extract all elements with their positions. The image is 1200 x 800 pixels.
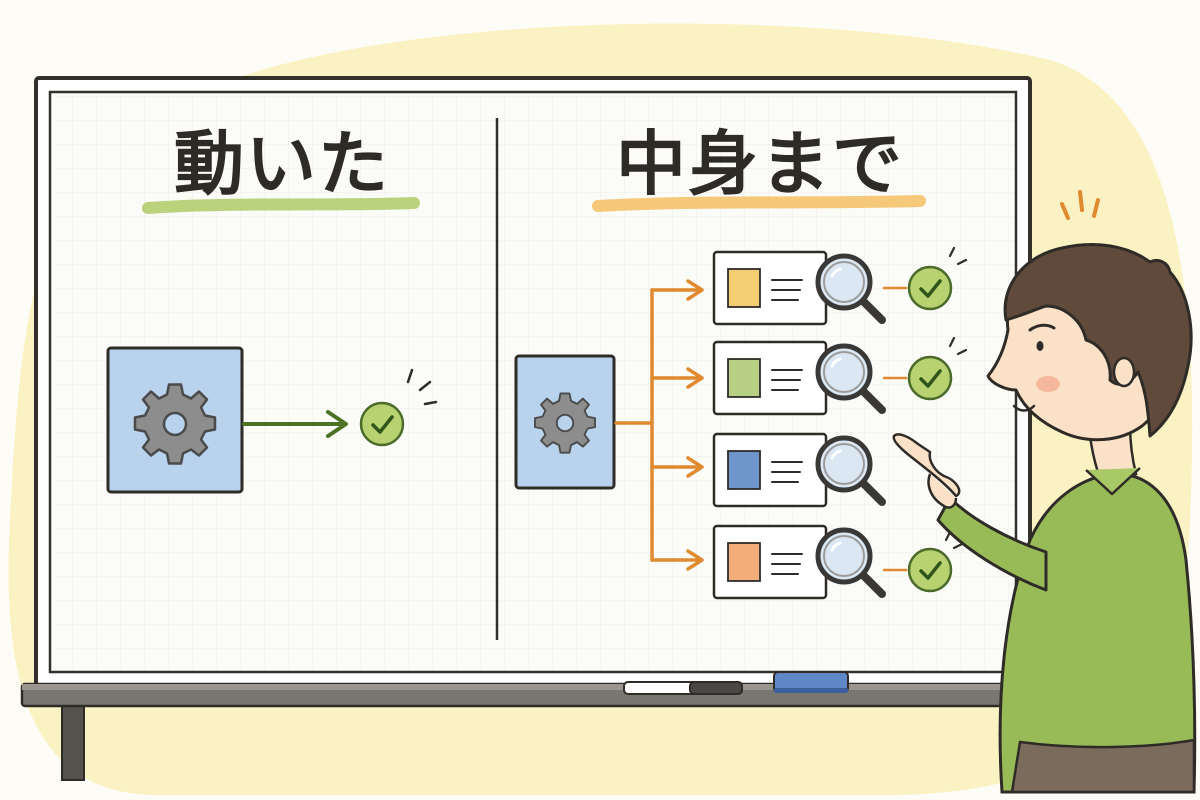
- check-icon: [907, 547, 953, 593]
- check-icon: [359, 401, 405, 447]
- card-swatch: [727, 542, 761, 582]
- document-card: [712, 336, 968, 416]
- right-panel-title: 中身まで: [616, 123, 904, 205]
- left-gear-tile: [106, 346, 244, 494]
- surprise-marks: [1060, 190, 1100, 220]
- left-panel: 動いた: [106, 123, 438, 494]
- check-icon: [907, 355, 953, 401]
- marker-pen: [623, 681, 743, 695]
- document-card: [712, 524, 964, 600]
- eraser: [773, 671, 849, 693]
- board-leg-left: [61, 699, 85, 781]
- right-gear-tile: [514, 354, 616, 490]
- document-card: [712, 432, 882, 508]
- document-card: [712, 246, 968, 326]
- card-swatch: [727, 358, 761, 398]
- right-title-underline: [592, 195, 926, 212]
- hair: [1003, 242, 1193, 438]
- right-panel: 中身まで: [514, 123, 968, 600]
- left-panel-title: 動いた: [174, 123, 390, 205]
- gear-icon: [534, 392, 596, 454]
- branch-connector: [614, 279, 704, 571]
- person-pointing: [892, 190, 1197, 794]
- card-swatch: [727, 450, 761, 490]
- gear-icon: [133, 383, 217, 465]
- card-list: [712, 246, 968, 600]
- left-title-underline: [142, 197, 420, 214]
- sparkle-lines: [406, 368, 438, 406]
- card-swatch: [727, 268, 761, 308]
- check-icon: [907, 265, 953, 311]
